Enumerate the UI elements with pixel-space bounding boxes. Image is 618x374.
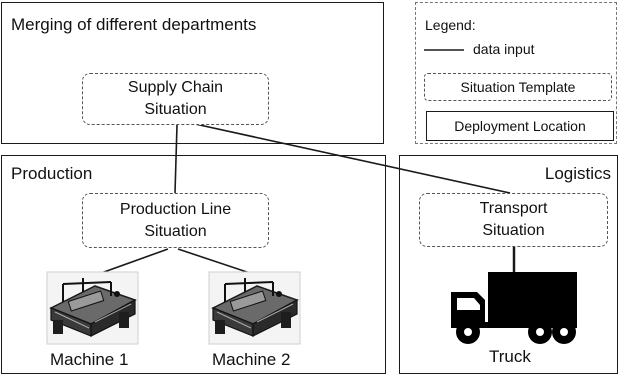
legend-panel <box>415 2 617 144</box>
transport-situation-line2: Situation <box>482 222 545 239</box>
merging-panel: Merging of different departments <box>1 2 384 144</box>
supply-chain-situation-line2: Situation <box>144 101 207 118</box>
link-supply-production <box>174 124 178 194</box>
legend-deployment-location: Deployment Location <box>426 111 614 141</box>
machine-2-label: Machine 2 <box>212 350 291 369</box>
logistics-panel-title: Logistics <box>544 164 611 183</box>
truck-label: Truck <box>489 347 531 366</box>
production-line-situation-line2: Situation <box>144 222 207 240</box>
supply-chain-situation: Supply Chain Situation <box>82 73 269 125</box>
truck-icon <box>451 272 577 344</box>
link-supply-transport <box>185 121 511 194</box>
legend-situation-template: Situation Template <box>424 73 612 101</box>
supply-chain-situation-line1: Supply Chain <box>127 79 224 96</box>
transport-situation: Transport Situation <box>419 193 608 247</box>
merging-panel-title: Merging of different departments <box>11 15 257 34</box>
production-line-situation-line1: Production Line <box>119 200 232 218</box>
machine-icon <box>46 271 139 345</box>
legend-data-input-label: data input <box>473 41 535 57</box>
production-line-situation: Production Line Situation <box>82 193 269 248</box>
machine-icon <box>208 271 301 345</box>
legend-title: Legend: <box>425 17 476 33</box>
machine-1-label: Machine 1 <box>50 350 129 369</box>
production-panel-title: Production <box>11 164 93 183</box>
transport-situation-line1: Transport <box>479 200 548 217</box>
